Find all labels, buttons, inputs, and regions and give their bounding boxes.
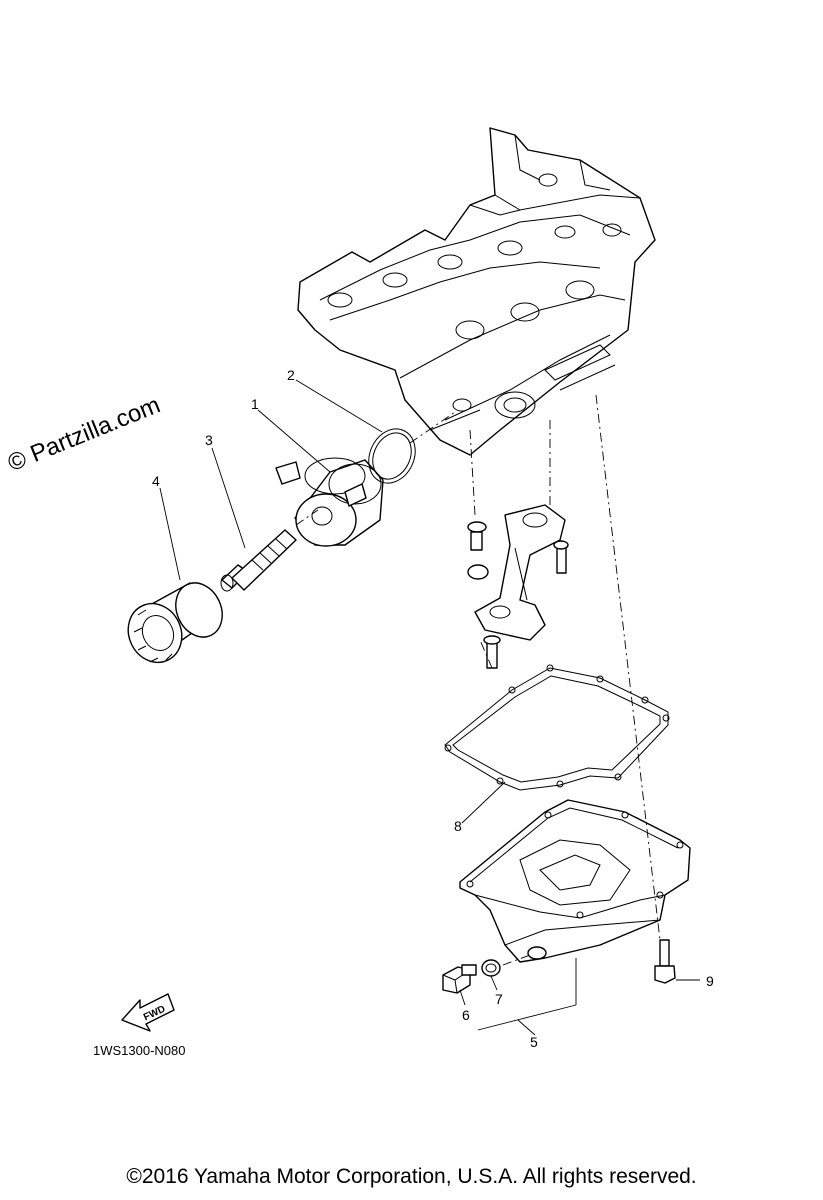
callout-8: 8 xyxy=(454,818,462,834)
crankcase-drawing xyxy=(297,127,656,456)
fwd-arrow-icon: FWD xyxy=(121,993,175,1032)
union-bolt-drawing xyxy=(220,529,297,592)
diagram-code: 1WS1300-N080 xyxy=(93,1043,186,1058)
oil-pan-drawing xyxy=(459,799,691,963)
oil-filter-drawing xyxy=(127,582,223,664)
drain-bolt-drawing xyxy=(442,964,477,994)
oil-pan-bolt-drawing xyxy=(654,939,676,984)
callout-9: 9 xyxy=(706,973,714,989)
callout-4: 4 xyxy=(152,473,160,489)
callout-6: 6 xyxy=(462,1007,470,1023)
callout-3: 3 xyxy=(205,432,213,448)
callout-5: 5 xyxy=(530,1034,538,1050)
callout-7: 7 xyxy=(495,991,503,1007)
callout-2: 2 xyxy=(287,367,295,383)
oil-pan-gasket-drawing xyxy=(444,664,670,791)
leader-lines xyxy=(159,379,700,1036)
oil-cooler-drawing xyxy=(275,457,384,547)
copyright-notice: ©2016 Yamaha Motor Corporation, U.S.A. A… xyxy=(126,1165,697,1188)
drain-washer-drawing xyxy=(481,959,501,977)
callout-1: 1 xyxy=(251,396,259,412)
oil-strainer-drawing xyxy=(467,420,569,669)
o-ring-drawing xyxy=(368,428,416,484)
